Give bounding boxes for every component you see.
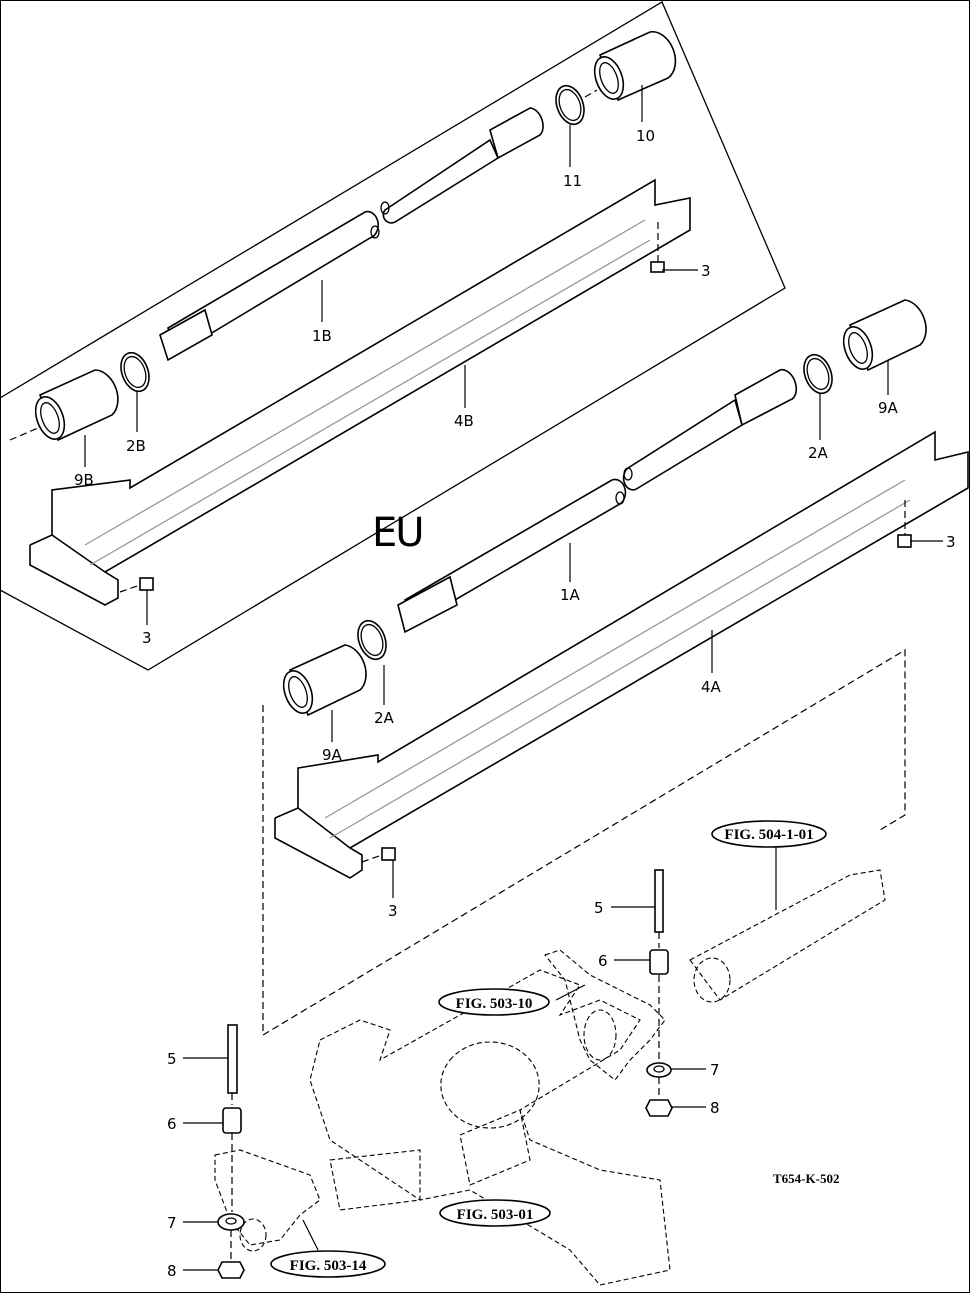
left-bracket-outline [214, 1149, 321, 1252]
callout-3-b-right: 3 [701, 262, 711, 280]
stud-5-left [227, 1024, 238, 1105]
washer-7-right [646, 1062, 672, 1095]
bearing-9b [34, 369, 119, 442]
callout-9a-left: 9A [322, 746, 343, 764]
callout-9a-right: 9A [878, 399, 899, 417]
fig-ref-503-01[interactable]: FIG. 503-01 [439, 1199, 551, 1227]
fig-ref-503-10-label[interactable]: FIG. 503-10 [456, 996, 533, 1012]
bolt-3-lower-right [897, 500, 912, 548]
snap-ring-2a-right [803, 353, 833, 395]
shaft-1a [397, 368, 798, 634]
fig-ref-503-10[interactable]: FIG. 503-10 [438, 988, 550, 1016]
callout-2a-right: 2A [808, 444, 829, 462]
drive-shaft-outline [689, 869, 886, 1003]
callout-5-left: 5 [167, 1050, 177, 1068]
nut-8-right [645, 1099, 673, 1117]
eu-inset-boundary [0, 1, 786, 671]
callout-6-right: 6 [598, 952, 608, 970]
leader-lines [84, 85, 943, 1271]
fig-ref-504-1-01[interactable]: FIG. 504-1-01 [711, 820, 827, 848]
bolt-3-upper-left [119, 577, 154, 593]
callout-3-a-right: 3 [946, 533, 956, 551]
callout-1b: 1B [312, 327, 332, 345]
reference-line [262, 648, 906, 1037]
drawing-code: T654-K-502 [773, 1171, 839, 1186]
region-label-eu: EU [372, 510, 423, 556]
callout-8-right: 8 [710, 1099, 720, 1117]
callout-7-left: 7 [167, 1214, 177, 1232]
callout-9b: 9B [74, 471, 94, 489]
bearing-9a-left [282, 644, 367, 717]
callout-11: 11 [563, 172, 582, 190]
bearing-10 [593, 30, 677, 102]
snap-ring-11 [555, 84, 585, 126]
bolt-3-lower-left [361, 847, 396, 863]
callout-8-left: 8 [167, 1262, 177, 1280]
callout-4a: 4A [701, 678, 722, 696]
callout-2b: 2B [126, 437, 146, 455]
fig-ref-503-01-label[interactable]: FIG. 503-01 [457, 1207, 534, 1223]
fig-ref-503-14[interactable]: FIG. 503-14 [270, 1250, 386, 1278]
nut-8-left [217, 1261, 245, 1279]
callout-2a-left: 2A [374, 709, 395, 727]
snap-ring-2b [120, 351, 150, 393]
snap-ring-2a-left [357, 619, 387, 661]
stud-5-right [654, 869, 664, 948]
axle-housing-outline [309, 969, 671, 1286]
callout-6-left: 6 [167, 1115, 177, 1133]
collar-6-left [222, 1107, 242, 1212]
callout-5-right: 5 [594, 899, 604, 917]
channel-4b [29, 178, 691, 606]
callout-4b: 4B [454, 412, 474, 430]
fig-ref-503-14-label[interactable]: FIG. 503-14 [290, 1258, 367, 1274]
bolt-3-upper-right [650, 222, 665, 273]
right-bracket-outline [544, 949, 666, 1081]
callout-3-a-left: 3 [388, 902, 398, 920]
collar-6-right [649, 949, 669, 1060]
bearing-9a-right [842, 299, 927, 372]
callout-7-right: 7 [710, 1061, 720, 1079]
fig-ref-504-1-01-label[interactable]: FIG. 504-1-01 [724, 827, 813, 843]
callout-10: 10 [636, 127, 655, 145]
shaft-1b [159, 107, 544, 362]
channel-4a [274, 430, 969, 879]
callout-3-b-left: 3 [142, 629, 152, 647]
callout-1a: 1A [560, 586, 581, 604]
